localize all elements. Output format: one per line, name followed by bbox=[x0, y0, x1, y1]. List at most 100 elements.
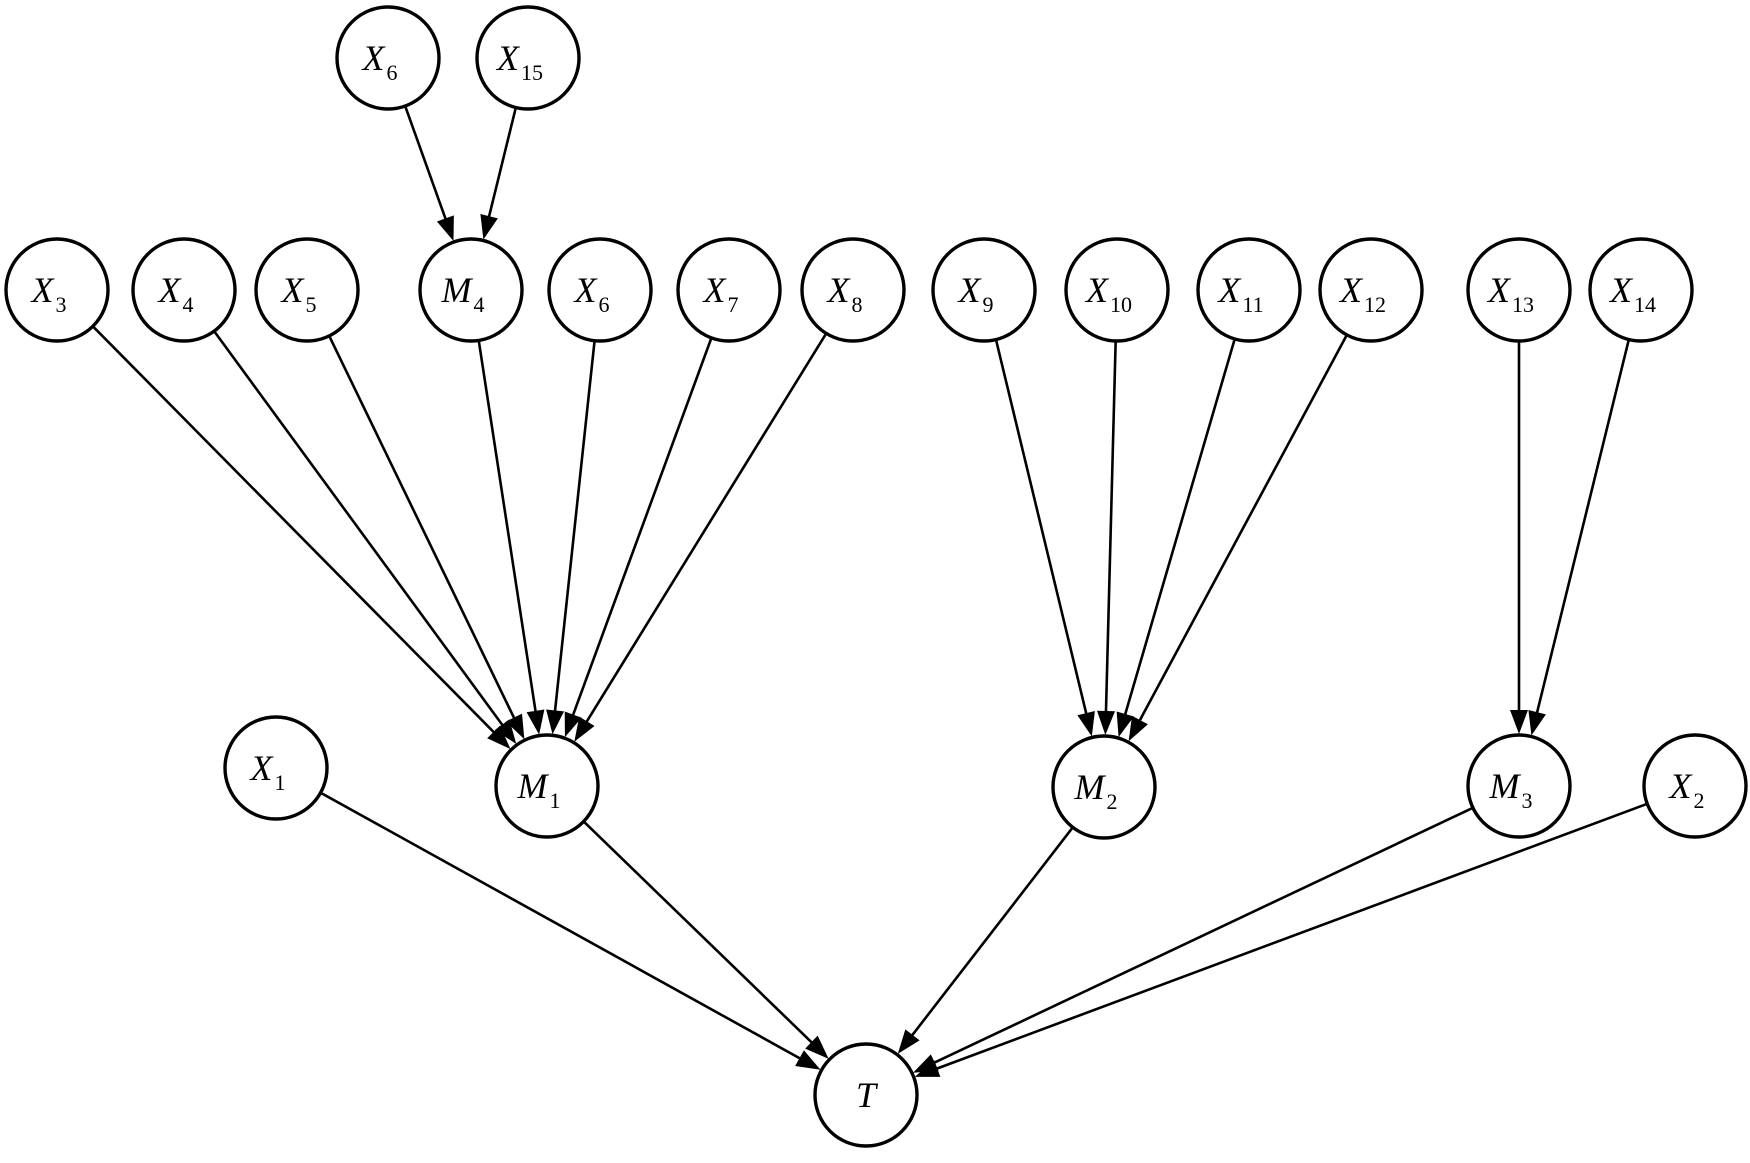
edge-x6_top-to-m4 bbox=[403, 105, 454, 242]
node-t: T bbox=[813, 1042, 919, 1148]
node-label-main: X bbox=[495, 38, 521, 78]
node-circle bbox=[1466, 237, 1572, 343]
node-label-main: X bbox=[249, 748, 275, 788]
node-circle bbox=[1588, 237, 1694, 343]
edge-line bbox=[930, 806, 1474, 1066]
node-x9: X9 bbox=[931, 237, 1037, 343]
edge-m2-to-t bbox=[897, 826, 1074, 1054]
node-x2: X2 bbox=[1642, 733, 1748, 839]
arrowhead-icon bbox=[1116, 711, 1134, 738]
edge-line bbox=[933, 802, 1648, 1072]
edge-x8-to-m1 bbox=[574, 332, 828, 742]
node-circle bbox=[931, 237, 1037, 343]
node-label-subscript: 8 bbox=[852, 292, 863, 317]
node-circle bbox=[131, 237, 237, 343]
edge-x1-to-t bbox=[319, 791, 821, 1070]
node-label: X9 bbox=[957, 270, 994, 317]
node-label-subscript: 12 bbox=[1364, 292, 1386, 317]
node-label-main: X bbox=[826, 270, 852, 310]
arrowhead-icon bbox=[436, 215, 454, 242]
node-label: M1 bbox=[517, 766, 561, 813]
node-label-subscript: 4 bbox=[474, 292, 485, 317]
node-circle bbox=[813, 1042, 919, 1148]
edge-x12-to-m2 bbox=[1128, 334, 1349, 742]
edge-line bbox=[328, 335, 517, 722]
edge-line bbox=[319, 791, 804, 1062]
node-label: X7 bbox=[702, 270, 739, 317]
node-label: M4 bbox=[441, 270, 485, 317]
node-label-subscript: 2 bbox=[1694, 788, 1705, 813]
node-x8: X8 bbox=[800, 237, 906, 343]
edge-line bbox=[403, 105, 448, 223]
edge-m1-to-t bbox=[582, 820, 829, 1059]
node-label-main: M bbox=[517, 766, 550, 806]
node-circle bbox=[335, 5, 441, 111]
edge-line bbox=[91, 325, 498, 736]
node-circle bbox=[1064, 237, 1170, 343]
edge-line bbox=[908, 826, 1074, 1039]
node-label-main: X bbox=[361, 38, 387, 78]
arrowhead-icon bbox=[805, 1035, 829, 1059]
node-circle bbox=[418, 237, 524, 343]
arrowhead-icon bbox=[487, 725, 511, 750]
node-circle bbox=[475, 5, 581, 111]
edge-x3-to-m1 bbox=[91, 325, 511, 750]
node-circle bbox=[547, 237, 653, 343]
node-label-main: M bbox=[1489, 766, 1522, 806]
arrowhead-icon bbox=[574, 716, 595, 742]
node-label: X14 bbox=[1608, 270, 1656, 317]
node-label: X6 bbox=[361, 38, 398, 85]
node-label: X15 bbox=[495, 38, 543, 85]
edge-line bbox=[583, 332, 828, 726]
edge-m3-to-t bbox=[913, 806, 1474, 1073]
arrowhead-icon bbox=[564, 711, 582, 738]
node-label-main: M bbox=[1074, 767, 1107, 807]
edge-x11-to-m2 bbox=[1116, 338, 1236, 738]
edge-x4-to-m1 bbox=[213, 330, 517, 745]
node-m3: M3 bbox=[1466, 733, 1572, 839]
node-x3: X3 bbox=[4, 237, 110, 343]
arrowhead-icon bbox=[795, 1050, 821, 1070]
edges-layer bbox=[91, 105, 1648, 1077]
edge-line bbox=[477, 340, 538, 716]
node-label: X5 bbox=[280, 270, 317, 317]
node-label-main: X bbox=[957, 270, 983, 310]
node-label-subscript: 10 bbox=[1110, 292, 1132, 317]
edge-x2-to-t bbox=[914, 802, 1648, 1077]
edge-x13-to-m3 bbox=[1510, 341, 1528, 734]
node-label-subscript: 13 bbox=[1512, 292, 1534, 317]
node-x5: X5 bbox=[254, 237, 360, 343]
node-label-subscript: 2 bbox=[1107, 789, 1118, 814]
node-label: X3 bbox=[30, 270, 67, 317]
node-label-main: X bbox=[1216, 270, 1242, 310]
arrowhead-icon bbox=[1128, 715, 1148, 742]
node-label: X13 bbox=[1486, 270, 1534, 317]
edge-line bbox=[486, 107, 518, 221]
node-label-subscript: 15 bbox=[521, 60, 543, 85]
node-circle bbox=[800, 237, 906, 343]
node-label: X1 bbox=[249, 748, 286, 795]
node-m2: M2 bbox=[1051, 734, 1157, 840]
edge-x7-to-m1 bbox=[564, 337, 713, 738]
edge-line bbox=[1534, 339, 1631, 717]
arrowhead-icon bbox=[1510, 710, 1528, 734]
node-label-main: X bbox=[157, 270, 183, 310]
node-circle bbox=[254, 237, 360, 343]
node-label: X10 bbox=[1084, 270, 1132, 317]
node-label-subscript: 5 bbox=[306, 292, 317, 317]
edge-line bbox=[582, 820, 816, 1046]
edge-x14-to-m3 bbox=[1528, 339, 1631, 736]
node-label-subscript: 4 bbox=[183, 292, 194, 317]
node-x6_mid: X6 bbox=[547, 237, 653, 343]
node-x12: X12 bbox=[1318, 237, 1424, 343]
node-label-main: M bbox=[441, 270, 474, 310]
node-label-subscript: 6 bbox=[387, 60, 398, 85]
node-circle bbox=[1318, 237, 1424, 343]
node-label-subscript: 1 bbox=[275, 770, 286, 795]
arrowhead-icon bbox=[526, 709, 545, 735]
arrowhead-icon bbox=[546, 709, 565, 735]
node-x1: X1 bbox=[223, 715, 329, 821]
edge-line bbox=[553, 340, 596, 715]
node-x7: X7 bbox=[676, 237, 782, 343]
